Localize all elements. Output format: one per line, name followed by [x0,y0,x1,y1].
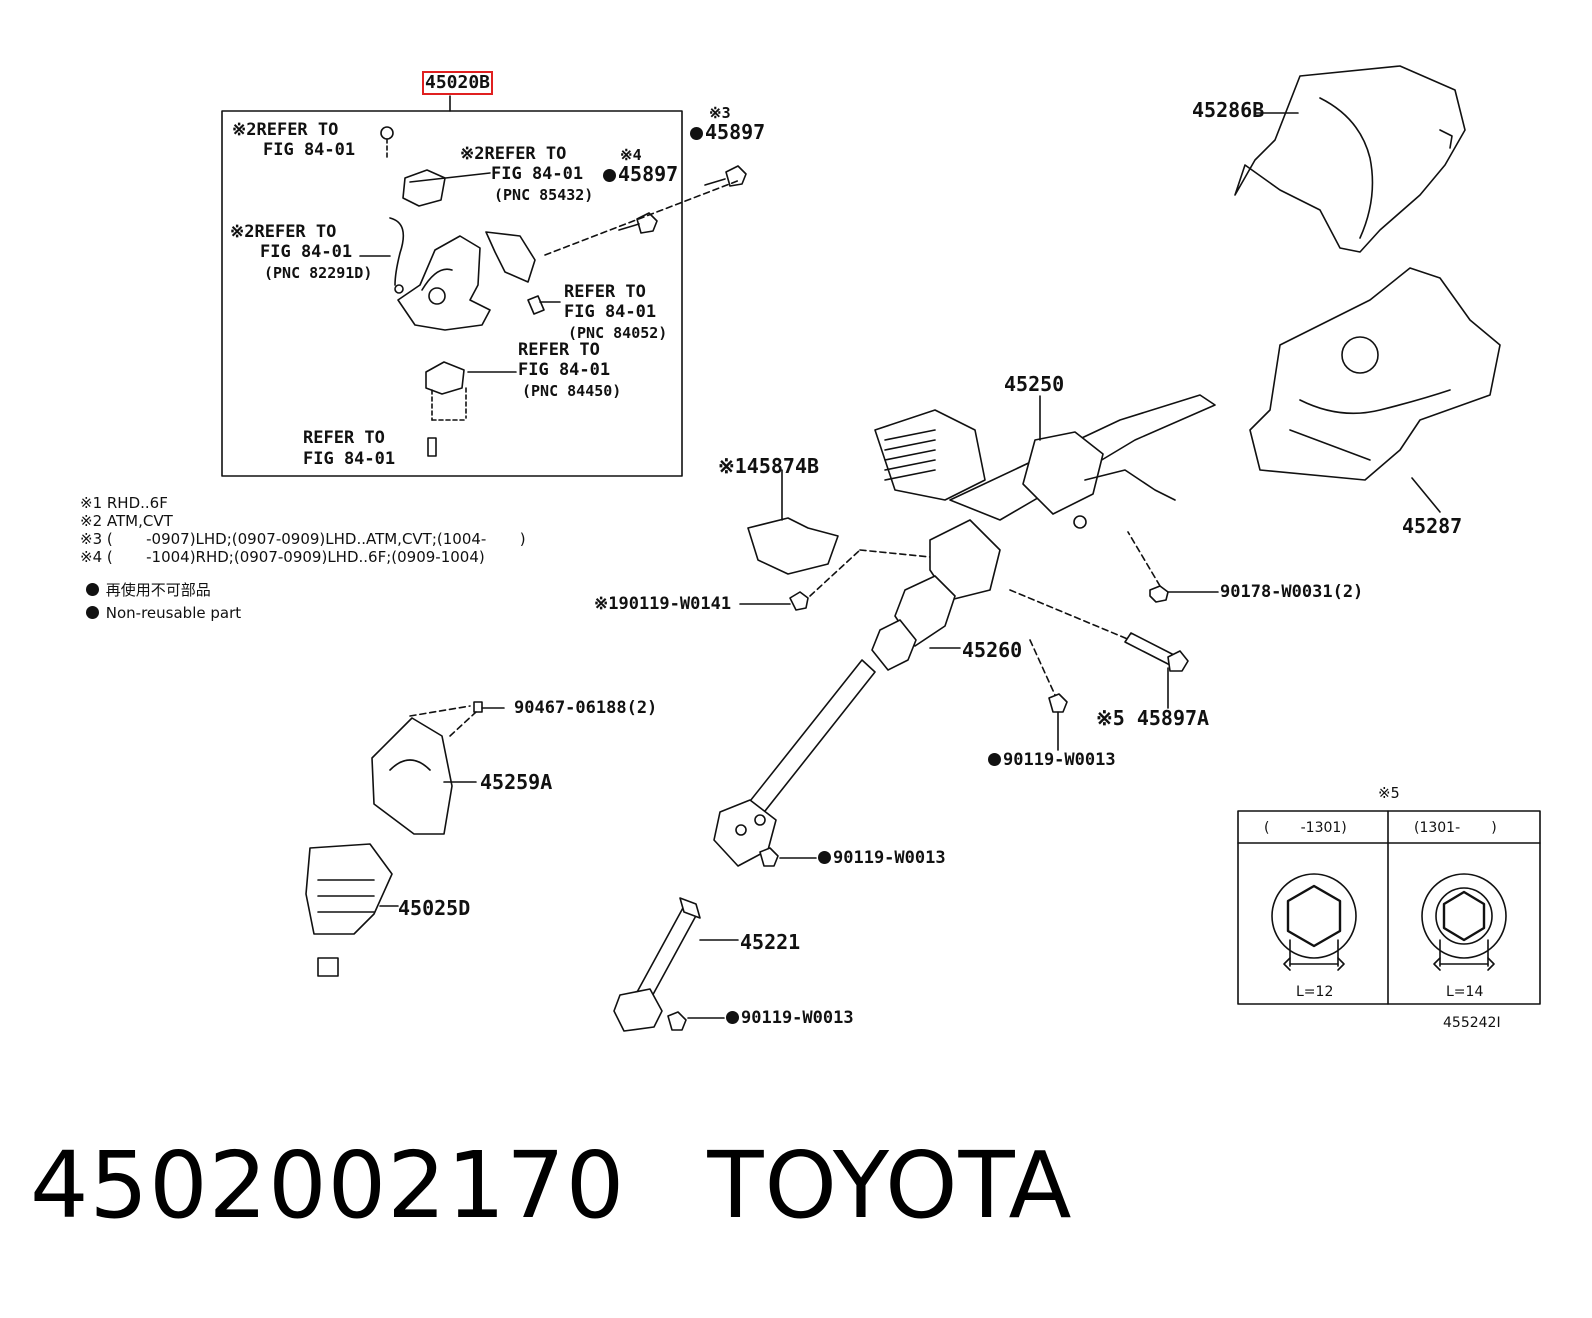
callout-2-line3: (PNC 85432) [494,186,594,204]
part-45897-a-number: 45897 [705,120,766,144]
part-45897-b-number: 45897 [618,162,679,186]
part-90119-W0013-a[interactable]: 90119-W0013 [988,752,1116,769]
footer-brand: TOYOTA [707,1132,1073,1239]
bolt-length-table [1237,810,1541,1005]
footer-part-number: 4502002170 [30,1132,626,1239]
callout-3-text: REFER TO [254,222,337,242]
legend-jp: 再使用不可部品 [86,583,211,598]
part-90119-W0013-b[interactable]: 90119-W0013 [818,850,946,867]
callout-5-line2: FIG 84-01 [518,360,611,380]
callout-6-line1: REFER TO [303,428,385,448]
part-45259A[interactable]: 45259A [480,770,553,794]
callout-1-line2: FIG 84-01 [263,140,356,160]
part-90467-06188[interactable]: 90467-06188(2) [514,698,658,718]
callout-1-line1: ※2REFER TO [232,122,338,139]
callout-1-mark: ※2 [232,120,257,140]
non-reusable-dot-icon [603,169,616,182]
cover-45259A [371,717,453,835]
legend-jp-text: 再使用不可部品 [105,581,211,599]
bolt-table-col2-length: L=14 [1446,984,1484,1000]
part-90119-W0013-c-number: 90119-W0013 [741,1008,854,1028]
non-reusable-dot-icon [818,851,831,864]
callout-3-line2: FIG 84-01 [260,242,353,262]
note-4: ※4 ( -1004)RHD;(0907-0909)LHD..6F;(0909-… [80,548,485,566]
callout-3-mark: ※2 [230,222,255,242]
part-45897-b-mark: ※4 [620,146,642,164]
bolt-table-mark: ※5 [1378,784,1400,802]
non-reusable-dot-icon [690,127,703,140]
note-1: ※1 RHD..6F [80,494,168,512]
callout-2-line2: FIG 84-01 [491,164,584,184]
part-45874B[interactable]: ※145874B [718,454,820,478]
intermediate-shaft-45260 [713,575,956,867]
bolt-table-col2-header: (1301- ) [1414,820,1497,836]
part-90119-W0013-a-number: 90119-W0013 [1003,750,1116,770]
part-90119-W0013-c[interactable]: 90119-W0013 [726,1010,854,1027]
part-45025D[interactable]: 45025D [398,896,471,920]
lower-column-cover [1249,267,1501,481]
part-90119-W0013-b-number: 90119-W0013 [833,848,946,868]
part-90119-W0141[interactable]: ※190119-W0141 [594,594,732,614]
non-reusable-dot-icon [86,583,99,596]
callout-2-line1: ※2REFER TO [460,146,566,163]
upper-column-cover [1234,65,1466,253]
non-reusable-dot-icon [726,1011,739,1024]
part-45260[interactable]: 45260 [962,638,1023,662]
steering-column-45250 [874,394,1216,601]
callout-2-mark: ※2 [460,144,485,164]
illustration-id: 455242I [1443,1015,1501,1031]
main-part-label[interactable]: 45020B [421,71,494,95]
legend-en-text: Non-reusable part [105,604,242,622]
part-45221[interactable]: 45221 [740,930,801,954]
callout-4-line3: (PNC 84052) [568,324,668,342]
callout-5-line1: REFER TO [518,340,600,360]
boot-45025D [305,843,393,977]
part-45897A[interactable]: ※5 45897A [1096,706,1210,730]
non-reusable-dot-icon [988,753,1001,766]
part-45250[interactable]: 45250 [1004,372,1065,396]
part-45897-b-label[interactable]: 45897 [603,164,678,184]
part-45287[interactable]: 45287 [1402,514,1463,538]
ignition-switch-housing [380,126,747,457]
part-45897-a-label[interactable]: 45897 [690,122,765,142]
callout-4-line2: FIG 84-01 [564,302,657,322]
note-2: ※2 ATM,CVT [80,512,173,530]
callout-1-text: REFER TO [256,120,339,140]
bolt-table-col1-header: ( -1301) [1264,820,1347,836]
part-45897-a-mark: ※3 [709,104,731,122]
ignition-assembly-box [221,110,683,477]
callout-3-line1: ※2REFER TO [230,224,336,241]
bracket-45874B [747,517,839,575]
legend-en: Non-reusable part [86,606,241,621]
callout-6-line2: FIG 84-01 [303,449,396,469]
shaft-45221 [613,897,701,1032]
callout-2-text: REFER TO [484,144,567,164]
callout-4-line1: REFER TO [564,282,646,302]
non-reusable-dot-icon [86,606,99,619]
part-45286B[interactable]: 45286B [1192,98,1265,122]
bolt-table-col1-length: L=12 [1296,984,1334,1000]
callout-5-line3: (PNC 84450) [522,382,622,400]
note-3: ※3 ( -0907)LHD;(0907-0909)LHD..ATM,CVT;(… [80,530,526,548]
part-90178-W0031[interactable]: 90178-W0031(2) [1220,582,1364,602]
callout-3-line3: (PNC 82291D) [264,264,373,282]
